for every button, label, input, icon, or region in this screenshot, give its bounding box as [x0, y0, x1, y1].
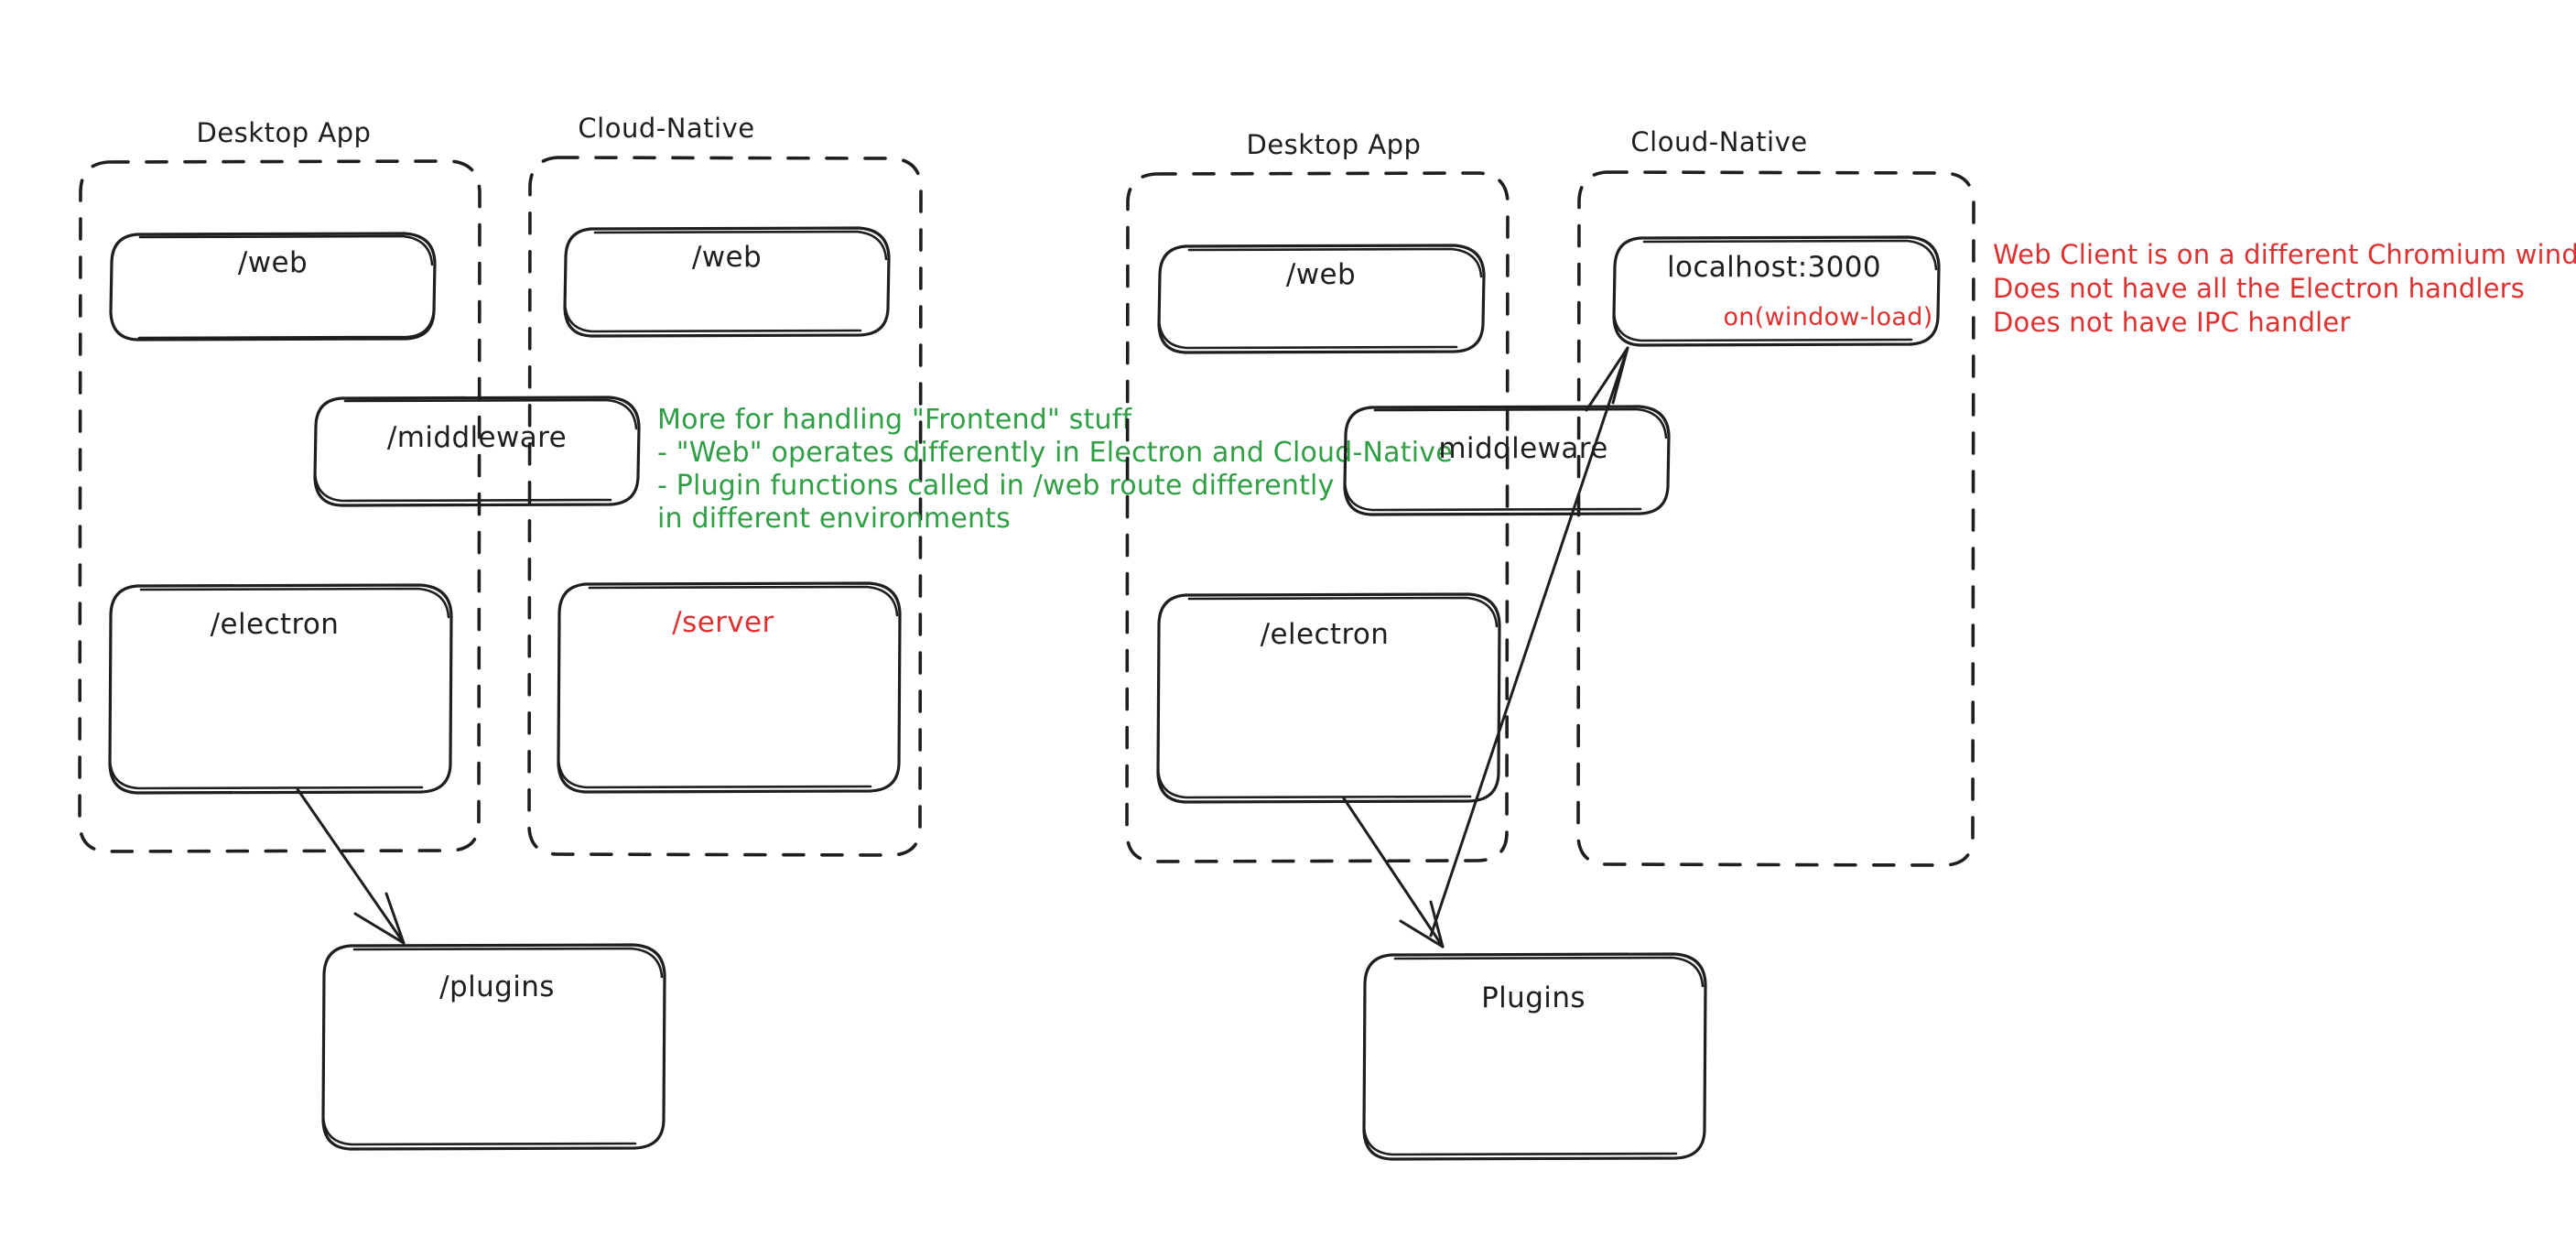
- node-right-plugins[interactable]: Plugins: [1362, 952, 1707, 1161]
- arrow-right-electron-to-plugins: [1342, 797, 1445, 949]
- node-label-left-server: /server: [672, 606, 774, 639]
- group-frame-left-cloud-native: [527, 156, 923, 857]
- green-note-line-3: - Plugin functions called in /web route …: [657, 470, 1335, 502]
- arrow-left-electron-to-plugins: [296, 787, 406, 945]
- node-left-electron[interactable]: /electron: [108, 583, 453, 795]
- red-note-line-1: Web Client is on a different Chromium wi…: [1993, 239, 2576, 270]
- node-label-left-middleware: /middleware: [387, 421, 567, 454]
- group-frame-left-desktop-app: [78, 159, 482, 853]
- node-left-plugins[interactable]: /plugins: [321, 943, 666, 1151]
- annotation-green-note: More for handling "Frontend" stuff - "We…: [657, 404, 1453, 535]
- group-label-left-desktop-app: Desktop App: [197, 117, 372, 148]
- node-left-desktop-web[interactable]: /web: [109, 232, 437, 342]
- node-label-left-plugins: /plugins: [439, 970, 555, 1003]
- node-label-right-middleware: middleware: [1438, 432, 1607, 465]
- node-sublabel-right-localhost: on(window-load): [1723, 303, 1932, 331]
- node-right-electron[interactable]: /electron: [1156, 592, 1501, 804]
- green-note-line-1: More for handling "Frontend" stuff: [657, 404, 1133, 436]
- node-left-server[interactable]: /server: [557, 581, 902, 794]
- green-note-line-2: - "Web" operates differently in Electron…: [657, 437, 1453, 469]
- node-right-middleware[interactable]: middleware: [1343, 405, 1671, 516]
- green-note-line-4: in different environments: [657, 503, 1011, 535]
- node-label-right-electron: /electron: [1261, 618, 1390, 651]
- annotation-red-note: Web Client is on a different Chromium wi…: [1993, 239, 2576, 338]
- node-left-middleware[interactable]: /middleware: [313, 396, 641, 507]
- red-note-line-3: Does not have IPC handler: [1993, 307, 2351, 338]
- node-label-left-cloud-web: /web: [692, 241, 762, 274]
- group-label-left-cloud-native: Cloud-Native: [578, 113, 754, 144]
- node-label-left-electron: /electron: [211, 608, 340, 641]
- arrow-right-electron-to-localhost: [1429, 346, 1629, 938]
- group-frame-right-cloud-native: [1576, 170, 1975, 867]
- node-left-cloud-web[interactable]: /web: [563, 226, 891, 338]
- group-label-right-desktop-app: Desktop App: [1247, 129, 1422, 160]
- node-label-right-desktop-web: /web: [1286, 258, 1356, 291]
- group-label-right-cloud-native: Cloud-Native: [1630, 126, 1807, 157]
- node-label-right-localhost: localhost:3000: [1667, 251, 1881, 284]
- node-right-localhost[interactable]: localhost:3000 on(window-load): [1612, 235, 1941, 347]
- node-label-right-plugins: Plugins: [1481, 981, 1586, 1014]
- node-label-left-desktop-web: /web: [238, 246, 308, 279]
- node-right-desktop-web[interactable]: /web: [1157, 244, 1486, 354]
- group-frame-right-desktop-app: [1125, 171, 1510, 863]
- red-note-line-2: Does not have all the Electron handlers: [1993, 273, 2525, 304]
